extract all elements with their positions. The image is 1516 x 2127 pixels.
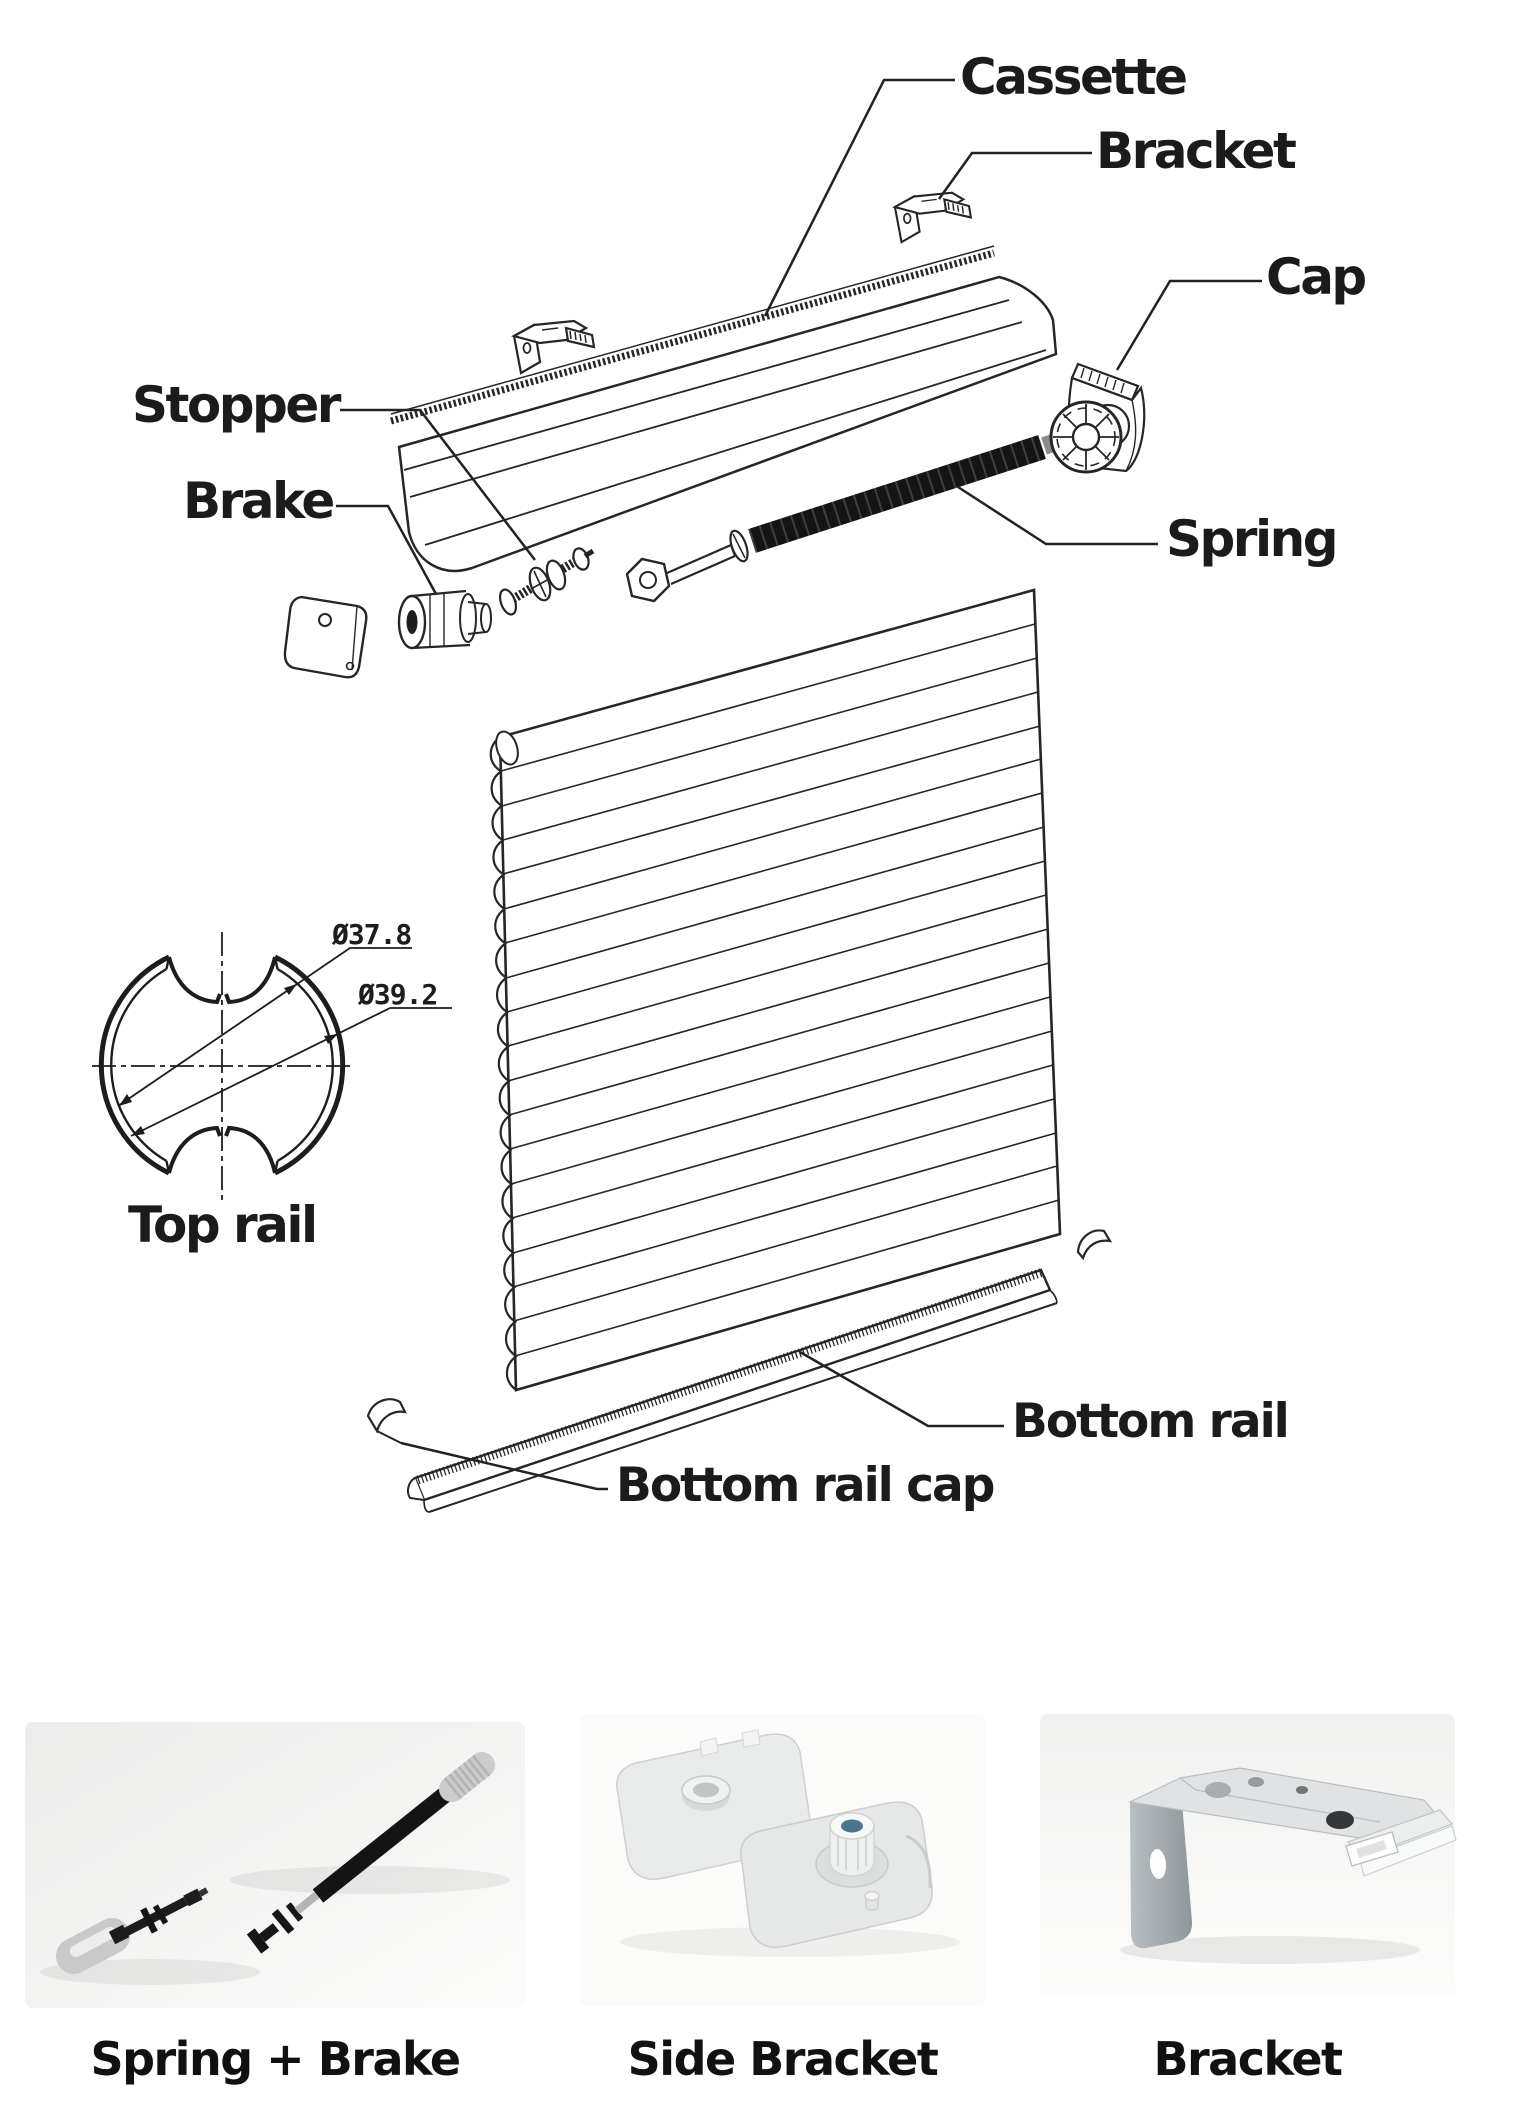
photo-bracket: [1040, 1714, 1457, 1996]
leader-cassette: [763, 78, 955, 317]
label-bottom-rail: Bottom rail: [1012, 1394, 1290, 1449]
label-bracket-photo: Bracket: [1153, 2032, 1343, 2086]
leader-cap: [1115, 279, 1262, 371]
brake-drawing: [397, 589, 492, 650]
leader-bottom-rail-cap: [400, 1441, 608, 1491]
photo-spring-brake: [25, 1722, 525, 2008]
label-spring: Spring: [1166, 510, 1339, 568]
cassette-drawing: [390, 245, 1058, 573]
brake-endplate-drawing: [283, 595, 368, 679]
label-cassette: Cassette: [960, 48, 1188, 106]
leader-bracket: [937, 151, 1092, 200]
curtain-panel-drawing: [489, 588, 1062, 1392]
label-cap: Cap: [1266, 248, 1367, 306]
bracket-on-cassette-drawing: [512, 319, 596, 375]
leader-bottom-rail: [799, 1350, 1004, 1428]
label-side-bracket-photo: Side Bracket: [627, 2032, 939, 2086]
leader-lines: [336, 78, 1262, 1491]
photo-side-bracket: [580, 1714, 985, 2006]
dimension-line-inner: [117, 947, 412, 1107]
dimension-inner-diameter: Ø37.8: [332, 918, 412, 951]
leader-stopper: [340, 408, 536, 561]
label-brake: Brake: [183, 472, 335, 530]
dimension-outer-diameter: Ø39.2: [358, 978, 438, 1011]
leader-brake: [336, 504, 438, 595]
bottom-rail-cap-right-drawing: [1076, 1229, 1113, 1261]
bottom-rail-cap-left-drawing: [366, 1398, 407, 1444]
leader-spring: [957, 485, 1158, 546]
bottom-rail-drawing: [406, 1267, 1058, 1513]
stopper-drawing: [498, 547, 595, 616]
bracket-hole-accent: [841, 1819, 863, 1833]
label-bottom-rail-cap: Bottom rail cap: [616, 1458, 995, 1513]
bracket-part-drawing: [893, 191, 972, 244]
dimension-line-outer: [130, 1007, 452, 1137]
label-top-rail: Top rail: [128, 1196, 318, 1254]
label-stopper: Stopper: [132, 376, 341, 434]
label-spring-brake-photo: Spring + Brake: [90, 2032, 461, 2086]
spring-drawing: [625, 400, 1123, 603]
top-rail-section-drawing: [92, 932, 452, 1200]
label-bracket: Bracket: [1096, 122, 1297, 180]
